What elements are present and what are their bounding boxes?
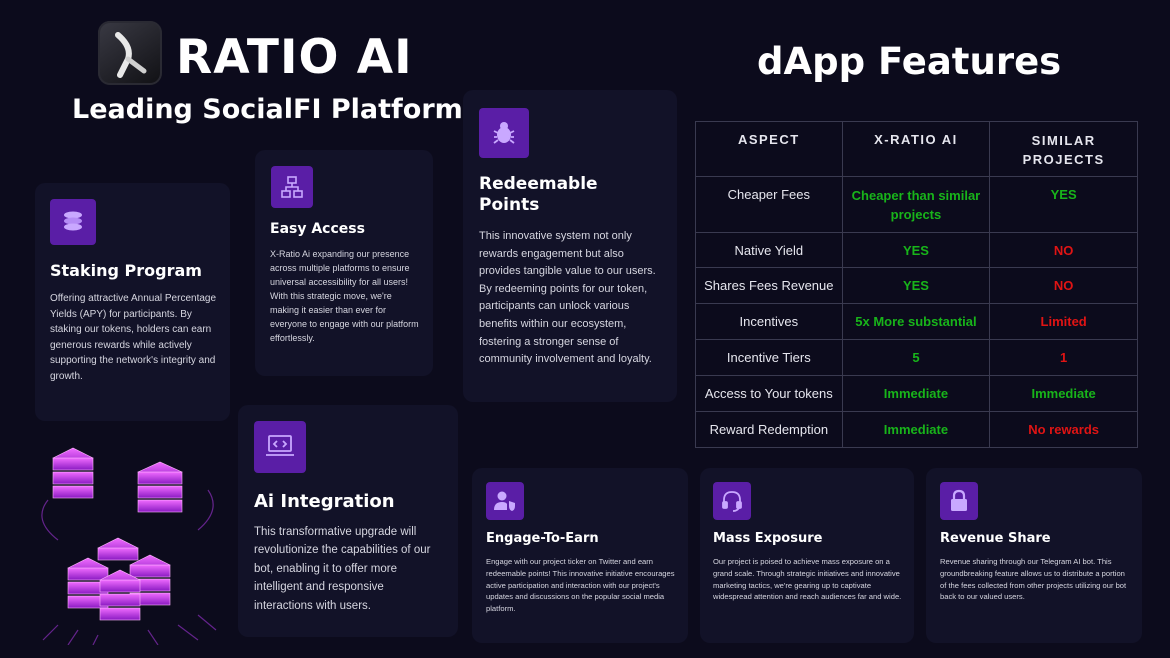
bug-icon [479,108,529,158]
redeemable-text: This innovative system not only rewards … [479,230,656,366]
table-row: Incentive Tiers 5 1 [695,339,1138,376]
row-aspect: Native Yield [695,232,843,268]
features-title: dApp Features [757,40,1062,83]
easy-access-card: Easy Access X-Ratio Ai expanding our pre… [255,150,433,376]
row-x-ratio-value: 5 [841,339,991,376]
revenue-share-title: Revenue Share [940,531,1051,546]
header-x-ratio: X-RATIO AI [841,121,991,177]
row-aspect: Shares Fees Revenue [695,267,843,304]
comparison-table: ASPECT X-RATIO AI SIMILAR PROJECTS Cheap… [695,121,1138,448]
code-laptop-icon [254,421,306,473]
staking-title: Staking Program [50,261,202,280]
row-similar-value: YES [989,176,1138,233]
row-x-ratio-value: Immediate [841,411,991,448]
redeemable-card: Redeemable Points This innovative system… [463,90,677,402]
x-ratio-logo [98,21,162,85]
table-row: Cheaper Fees Cheaper than similar projec… [695,176,1138,233]
engage-text: Engage with our project ticker on Twitte… [486,557,675,614]
header-aspect: ASPECT [695,121,843,177]
easy-access-title: Easy Access [270,221,365,237]
network-icon [271,166,313,208]
row-aspect: Reward Redemption [695,411,843,448]
row-aspect: Access to Your tokens [695,375,843,412]
user-shield-icon [486,482,524,520]
staking-text: Offering attractive Annual Percentage Yi… [50,293,217,382]
brand-name: RATIO AI [176,30,413,85]
easy-access-text: X-Ratio Ai expanding our presence across… [270,249,419,343]
redeemable-title: Redeemable Points [479,174,598,216]
table-row: Access to Your tokens Immediate Immediat… [695,375,1138,412]
row-similar-value: Immediate [989,375,1138,412]
table-row: Reward Redemption Immediate No rewards [695,411,1138,448]
brand-subtitle: Leading SocialFI Platform [72,94,463,125]
row-similar-value: NO [989,232,1138,268]
row-x-ratio-value: 5x More substantial [841,303,991,340]
mass-exposure-card: Mass Exposure Our project is poised to a… [700,468,914,643]
row-similar-value: 1 [989,339,1138,376]
row-similar-value: NO [989,267,1138,304]
lock-icon [940,482,978,520]
server-stack-illustration [41,447,217,645]
table-row: Native Yield YES NO [695,232,1138,268]
row-x-ratio-value: Cheaper than similar projects [841,176,991,233]
ai-integration-card: Ai Integration This transformative upgra… [238,405,458,637]
row-aspect: Incentives [695,303,843,340]
engage-title: Engage-To-Earn [486,531,599,546]
row-similar-value: No rewards [989,411,1138,448]
table-row: Shares Fees Revenue YES NO [695,267,1138,304]
mass-exposure-title: Mass Exposure [713,531,823,546]
revenue-share-text: Revenue sharing through our Telegram AI … [940,557,1127,602]
row-aspect: Incentive Tiers [695,339,843,376]
row-x-ratio-value: Immediate [841,375,991,412]
ai-integration-text: This transformative upgrade will revolut… [254,526,431,612]
ai-integration-title: Ai Integration [254,491,395,512]
engage-card: Engage-To-Earn Engage with our project t… [472,468,688,643]
coins-icon [50,199,96,245]
table-row: Incentives 5x More substantial Limited [695,303,1138,340]
headset-icon [713,482,751,520]
x-logo-icon [115,32,147,78]
row-similar-value: Limited [989,303,1138,340]
revenue-share-card: Revenue Share Revenue sharing through ou… [926,468,1142,643]
row-x-ratio-value: YES [841,232,991,268]
staking-card: Staking Program Offering attractive Annu… [35,183,230,421]
row-aspect: Cheaper Fees [695,176,843,233]
row-x-ratio-value: YES [841,267,991,304]
header-similar: SIMILAR PROJECTS [989,121,1138,177]
mass-exposure-text: Our project is poised to achieve mass ex… [713,557,902,602]
